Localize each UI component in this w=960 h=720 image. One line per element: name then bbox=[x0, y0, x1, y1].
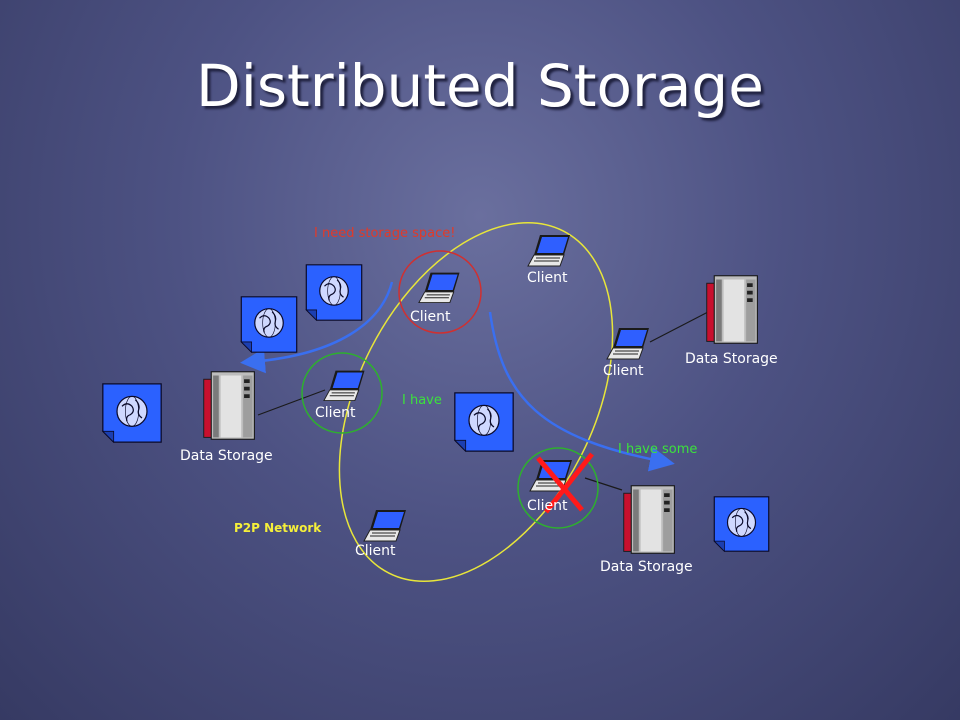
i-have-some-note: I have some bbox=[618, 442, 697, 457]
globe-document-icon bbox=[713, 496, 770, 552]
client-label-left: Client bbox=[315, 405, 356, 421]
globe-document-icon bbox=[102, 383, 162, 443]
server-tower-icon bbox=[623, 485, 675, 554]
arrow-to-left-storage bbox=[240, 281, 394, 374]
requesting-client-highlight bbox=[398, 250, 482, 334]
laptop-icon bbox=[323, 370, 366, 402]
client-label-top: Client bbox=[527, 270, 568, 286]
laptop-icon bbox=[418, 272, 461, 304]
p2p-network-label: P2P Network bbox=[234, 521, 322, 535]
arrow-to-right-storage bbox=[488, 311, 675, 472]
left-client-highlight bbox=[301, 352, 383, 434]
need-space-note: I need storage space! bbox=[314, 226, 455, 241]
i-have-note: I have bbox=[402, 393, 442, 408]
failed-client-highlight bbox=[517, 447, 599, 529]
slide-title: Distributed Storage bbox=[196, 52, 764, 120]
link-bottom-storage bbox=[584, 477, 623, 491]
storage-label-right: Data Storage bbox=[685, 351, 778, 367]
client-label-right: Client bbox=[603, 363, 644, 379]
link-right-storage bbox=[649, 311, 709, 343]
red-x-icon bbox=[536, 452, 594, 514]
laptop-icon bbox=[363, 509, 407, 542]
storage-label-bottom: Data Storage bbox=[600, 559, 693, 575]
client-label-failed: Client bbox=[527, 498, 568, 514]
globe-document-icon bbox=[240, 296, 298, 353]
link-left-storage bbox=[257, 389, 326, 416]
globe-document-icon bbox=[454, 392, 514, 452]
laptop-icon bbox=[527, 234, 571, 267]
globe-document-icon bbox=[305, 264, 363, 321]
server-tower-icon bbox=[706, 275, 758, 344]
storage-label-left: Data Storage bbox=[180, 448, 273, 464]
client-label-requesting: Client bbox=[410, 309, 451, 325]
server-tower-icon bbox=[203, 371, 255, 440]
client-label-bottom: Client bbox=[355, 543, 396, 559]
